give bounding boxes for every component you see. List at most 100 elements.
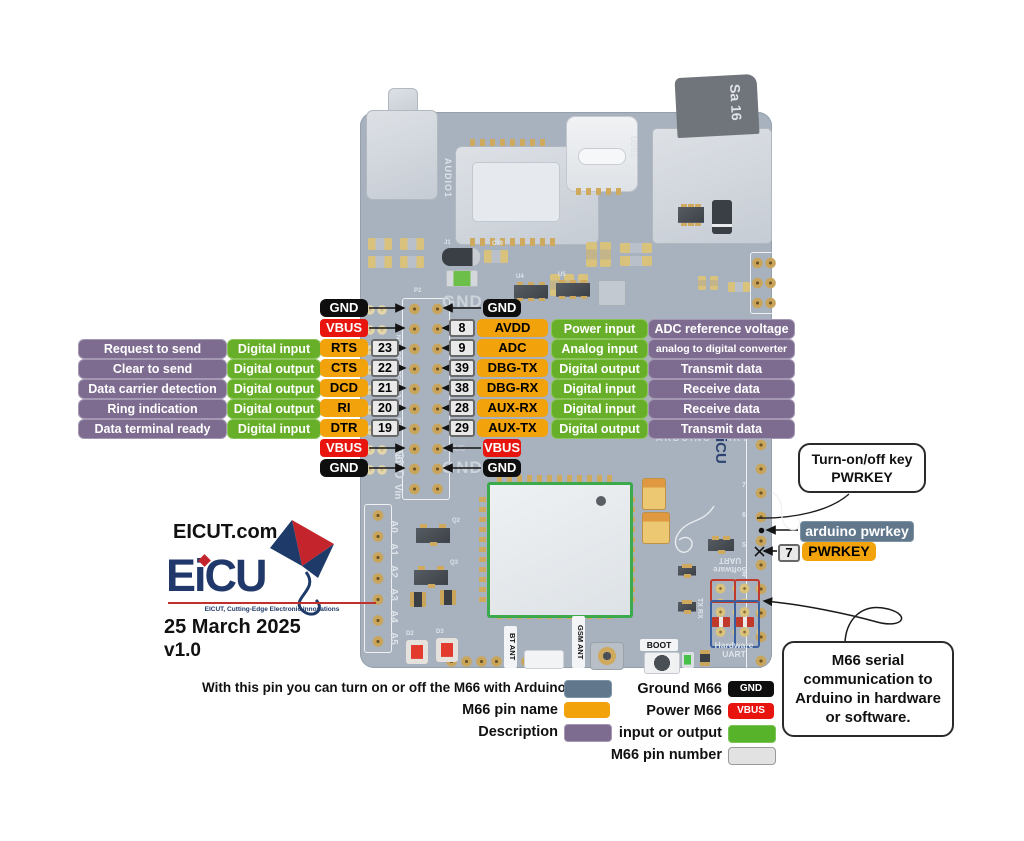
capacitor [620, 243, 652, 253]
pin-name: DBG-RX [477, 379, 548, 397]
left-pin-row: GND [0, 299, 1024, 317]
right-pin-row: 38 DBG-RX Digital input Receive data [0, 379, 1024, 399]
ref-u5: U5 [558, 272, 566, 278]
arduino-pwrkey-badge: arduino pwrkey [800, 521, 914, 542]
legend-label-pin-name: M66 pin name [462, 702, 558, 718]
pin-io-type: Digital output [551, 359, 648, 379]
pin-io-type: Power input [551, 319, 648, 339]
transistor-q2 [416, 524, 450, 546]
jumper-cap-right [736, 617, 754, 627]
capacitor [368, 238, 392, 250]
ref-c19: C19 [492, 241, 504, 247]
logo-tagline: EICUT, Cutting-Edge Electronic Innovatio… [168, 602, 376, 613]
diode-d1 [712, 200, 732, 234]
pin-description: Data carrier detection [78, 379, 227, 399]
m66-module [487, 482, 633, 618]
pin-number: 38 [449, 379, 475, 397]
audio-jack-body [366, 110, 438, 200]
analog-label-a2: A2 [388, 565, 399, 578]
pin-io-type: Digital input [551, 379, 648, 399]
resistor [698, 276, 706, 290]
pwrkey-pin-name: PWRKEY [802, 542, 876, 561]
header-p6 [750, 252, 778, 314]
usb-c-pins [576, 188, 626, 195]
pin-badge-vbus: VBUS [320, 439, 368, 457]
right-pin-row: 8 AVDD Power input ADC reference voltage [0, 319, 1024, 339]
pwrkey-pin-number: 7 [778, 544, 800, 562]
serial-note-callout: M66 serial communication to Arduino in h… [782, 641, 954, 737]
transistor-q4 [678, 600, 696, 614]
left-pin-row: Data carrier detection Digital output DC… [0, 379, 1024, 399]
legend-label-description: Description [478, 724, 558, 740]
resistor [710, 276, 718, 290]
capacitor-c9 [642, 478, 666, 510]
resistor-r11 [700, 650, 710, 666]
ic-u2 [678, 204, 704, 226]
resistor-r14 [440, 590, 456, 605]
header-digit-4: 4 [742, 572, 746, 579]
pin-badge-vbus: VBUS [320, 319, 368, 337]
capacitor [400, 238, 424, 250]
version-number: v1.0 [164, 640, 201, 661]
left-pin-row: Clear to send Digital output CTS 22 [0, 359, 1024, 379]
transistor-q1 [678, 564, 696, 578]
legend-chip-number [728, 747, 776, 765]
capacitor-c19 [484, 250, 508, 263]
left-pin-row: Ring indication Digital output RI 20 [0, 399, 1024, 419]
left-pin-row: VBUS [0, 319, 1024, 337]
pin-name: DTR [320, 419, 368, 437]
m66-pins-top [497, 475, 617, 482]
sim-holder-pins-top [470, 139, 550, 147]
component-j1 [442, 248, 480, 266]
pin-name: RI [320, 399, 368, 417]
capacitor [400, 256, 424, 268]
pwrkey-callout-line2: PWRKEY [831, 469, 893, 485]
legend-chip-gnd: GND [728, 681, 774, 697]
legend-chip-vbus: VBUS [728, 703, 774, 719]
sim-holder-pins-bottom [470, 238, 560, 246]
pwrkey-callout: Turn-on/off key PWRKEY [798, 443, 926, 493]
pin-description: Receive data [648, 379, 795, 399]
pin-io-type: Digital input [227, 339, 321, 359]
ic-u4 [514, 282, 548, 301]
pin-io-type: Digital output [227, 359, 321, 379]
pin-name: AUX-RX [477, 399, 548, 417]
pin-number: 19 [371, 419, 399, 437]
gsm-ant-label: GSM ANT [572, 616, 585, 668]
legend-label-pin-number: M66 pin number [610, 747, 722, 763]
resistor [728, 282, 750, 292]
boot-button [644, 652, 680, 674]
pin-number: 20 [371, 399, 399, 417]
pin-name: AUX-TX [477, 419, 548, 437]
pin-io-type: Digital output [551, 419, 648, 439]
ic-u3 [598, 280, 626, 306]
header-digit-7: 7 [742, 482, 746, 489]
capacitor [620, 256, 652, 266]
pin-name: ADC [477, 339, 548, 357]
bt-ant-label: BT ANT [504, 626, 517, 668]
pin-name: CTS [320, 359, 368, 377]
header-p1-analog [364, 504, 392, 653]
legend-label-io: input or output [618, 725, 722, 741]
led-d2 [406, 640, 428, 664]
ref-u4: U4 [516, 274, 524, 280]
vin-label: Vin [392, 484, 403, 500]
hardware-uart-silk: Hardware UART [714, 640, 754, 659]
led-d3 [436, 638, 458, 662]
right-pin-row: 29 AUX-TX Digital output Transmit data [0, 419, 1024, 439]
analog-label-a5: A5 [388, 632, 399, 645]
pwrkey-callout-line1: Turn-on/off key [811, 451, 913, 467]
capacitor [600, 242, 611, 267]
transistor-q6 [708, 536, 734, 554]
pin-number: 23 [371, 339, 399, 357]
p2-label: P2 [414, 288, 422, 294]
jumper-cap-left [712, 617, 730, 627]
bt-antenna [524, 650, 564, 669]
legend-chip-green [728, 725, 776, 743]
legend-label-power: Power M66 [646, 703, 722, 719]
resistor-r7 [410, 592, 426, 607]
transistor-q3 [414, 566, 448, 588]
revision-date: 25 March 2025 [164, 616, 301, 638]
header-digit-6: 6 [742, 512, 746, 519]
pin-description: Ring indication [78, 399, 227, 419]
